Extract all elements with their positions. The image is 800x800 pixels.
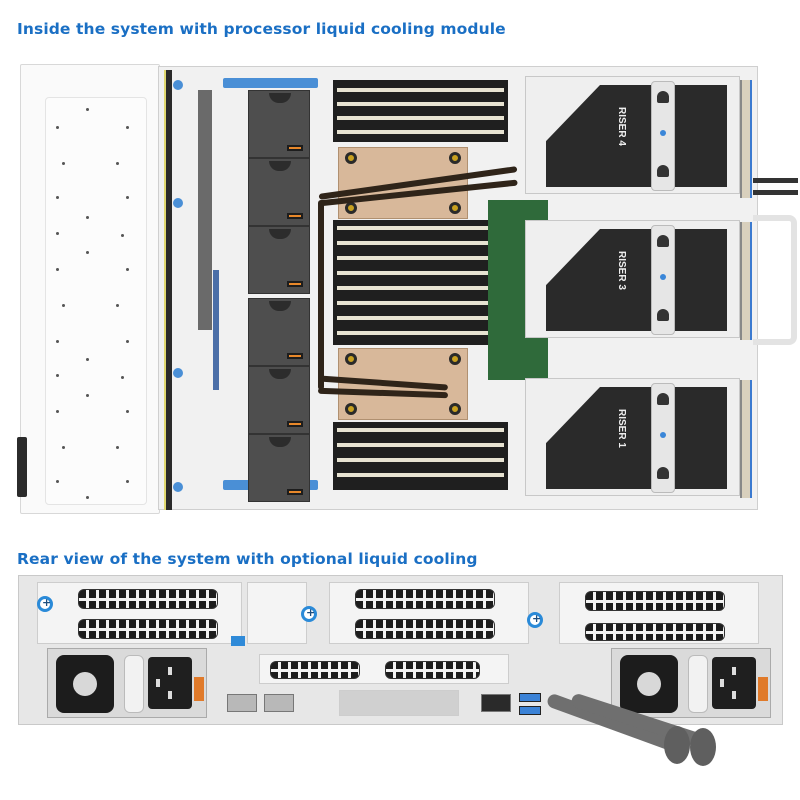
coolant-hose-stub — [753, 190, 798, 195]
drive-backplane — [164, 70, 172, 510]
power-supply-1[interactable] — [47, 648, 207, 718]
ethernet-port[interactable] — [264, 694, 294, 712]
rack-ear — [17, 437, 27, 497]
fan-release-tab[interactable] — [287, 213, 303, 219]
riser-number: 1 — [616, 442, 627, 448]
inside-system-image: RISER 4 RISER 3 RISER 1 — [17, 50, 798, 525]
fan-release-tab[interactable] — [287, 145, 303, 151]
riser-label: RISER — [616, 409, 627, 440]
blue-thumbscrew[interactable] — [173, 80, 183, 90]
hose-end-cap — [664, 726, 690, 764]
ethernet-port[interactable] — [227, 694, 257, 712]
riser-3[interactable]: RISER 3 — [525, 220, 740, 338]
front-bezel-panel — [45, 97, 147, 505]
thumbscrew[interactable] — [37, 596, 53, 612]
bmc-module — [247, 582, 307, 644]
cooling-fan[interactable] — [248, 366, 310, 434]
fan-release-tab[interactable] — [287, 489, 303, 495]
cooling-fan[interactable] — [248, 226, 310, 294]
psu-release-latch[interactable] — [194, 677, 204, 701]
thumbscrew[interactable] — [527, 612, 543, 628]
dimm-bank — [333, 80, 508, 142]
ethernet-port-idrac[interactable] — [481, 694, 511, 712]
blue-thumbscrew[interactable] — [173, 482, 183, 492]
rear-rail — [740, 380, 752, 498]
rear-rail — [740, 222, 752, 340]
riser-handle[interactable] — [753, 215, 797, 345]
hose-end-cap — [690, 728, 716, 766]
riser-4[interactable]: RISER 4 — [525, 76, 740, 194]
riser-label: RISER — [616, 107, 627, 138]
release-tab[interactable] — [231, 636, 245, 646]
cooling-fan[interactable] — [248, 158, 310, 226]
pcie-slot-group-1 — [37, 582, 242, 644]
vga-serial-ports — [339, 690, 459, 716]
cooling-fan[interactable] — [248, 298, 310, 366]
fan-release-tab[interactable] — [287, 421, 303, 427]
power-supply-2[interactable] — [611, 648, 771, 718]
ocp-slot — [259, 654, 509, 684]
thumbscrew[interactable] — [301, 606, 317, 622]
dimm-bank — [333, 422, 508, 490]
cooling-fan[interactable] — [248, 90, 310, 158]
coolant-hose-stub — [753, 178, 798, 183]
inside-view-heading: Inside the system with processor liquid … — [17, 20, 506, 38]
rear-system-image — [18, 575, 783, 725]
fan-cage-latch-top[interactable] — [223, 78, 318, 88]
rear-view-heading: Rear view of the system with optional li… — [17, 550, 478, 568]
fan-release-tab[interactable] — [287, 353, 303, 359]
psu-release-latch[interactable] — [758, 677, 768, 701]
usb-port[interactable] — [519, 693, 541, 702]
riser-label: RISER — [616, 251, 627, 282]
coolant-tube — [318, 200, 324, 390]
pcie-slot-group-2 — [329, 582, 529, 644]
riser-number: 3 — [616, 284, 627, 290]
cooling-fan[interactable] — [248, 434, 310, 502]
usb-port[interactable] — [519, 706, 541, 715]
blue-thumbscrew[interactable] — [173, 368, 183, 378]
fan-release-tab[interactable] — [287, 281, 303, 287]
pcie-slot-group-3 — [559, 582, 759, 644]
blue-thumbscrew[interactable] — [173, 198, 183, 208]
riser-1[interactable]: RISER 1 — [525, 378, 740, 496]
rear-rail — [740, 80, 752, 198]
riser-number: 4 — [616, 140, 627, 146]
dimm-bank — [333, 220, 508, 345]
ribbon-cable — [198, 90, 212, 330]
front-drive-bay — [17, 64, 160, 514]
cable — [213, 270, 219, 390]
